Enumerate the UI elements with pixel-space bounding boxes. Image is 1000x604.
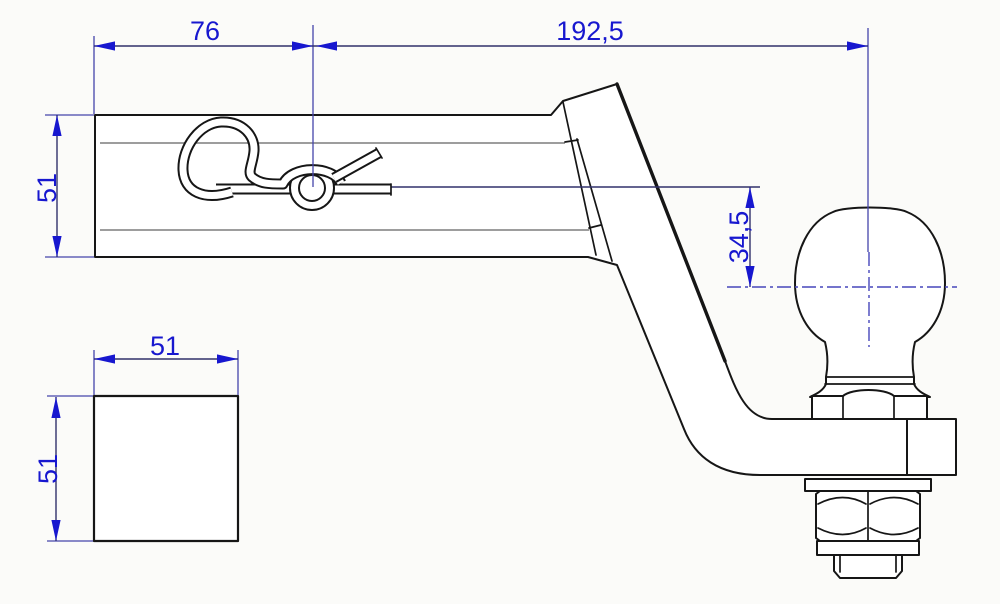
upper-washer — [804, 478, 932, 492]
dimension-arrow — [847, 41, 868, 51]
nut-chamfer-arc-tr — [869, 496, 919, 505]
nut-chamfer-arc-br — [869, 527, 919, 536]
dimension-arrow — [292, 41, 313, 51]
dimension-arrow — [745, 187, 755, 208]
dimension-51-shank-label: 51 — [32, 173, 62, 203]
r-clip-tip-end-cap — [375, 147, 383, 159]
threaded-stud-end — [833, 554, 903, 579]
dimension-arrow — [51, 520, 61, 541]
dimension-arrow — [94, 354, 115, 364]
dimension-192-5-label: 192,5 — [556, 16, 624, 46]
tube-mouth-tick-upper — [564, 139, 579, 143]
drop-arm-heavy-edge — [615, 82, 727, 363]
dimension-arrow — [316, 41, 337, 51]
dimension-51-section-width-label: 51 — [150, 331, 180, 361]
tube-mouth-edge-inner — [576, 138, 613, 262]
square-section-outline — [92, 394, 240, 543]
dimension-arrow — [94, 41, 115, 51]
side-view — [94, 82, 957, 579]
tube-mouth-edge-outer — [562, 101, 597, 256]
lower-washer — [816, 540, 920, 556]
tow-ball-outline — [794, 206, 946, 398]
tube-mouth-tick-lower — [588, 224, 602, 229]
r-clip-tip-core — [332, 149, 381, 182]
r-clip-loop-core — [179, 118, 345, 199]
dimension-51-section-height-label: 51 — [33, 454, 63, 484]
nut-chamfer-arc-tl — [817, 496, 867, 505]
dimension-76-label: 76 — [190, 16, 220, 46]
nut-chamfer-arc-bl — [817, 527, 867, 536]
shank-cross-section-view — [92, 394, 240, 543]
r-clip-and-pin — [177, 116, 392, 211]
dimension-arrow — [745, 266, 755, 287]
dimension-annotations: 76 192,5 51 34,5 51 51 — [32, 16, 957, 542]
dimension-arrow — [51, 397, 61, 418]
dimension-arrows — [51, 41, 868, 541]
dimension-arrow — [217, 354, 238, 364]
dimension-arrow — [52, 115, 62, 136]
dimension-34-5-label: 34,5 — [724, 211, 754, 264]
dimension-arrow — [52, 236, 62, 257]
hitch-pin-head-inner — [298, 174, 326, 202]
